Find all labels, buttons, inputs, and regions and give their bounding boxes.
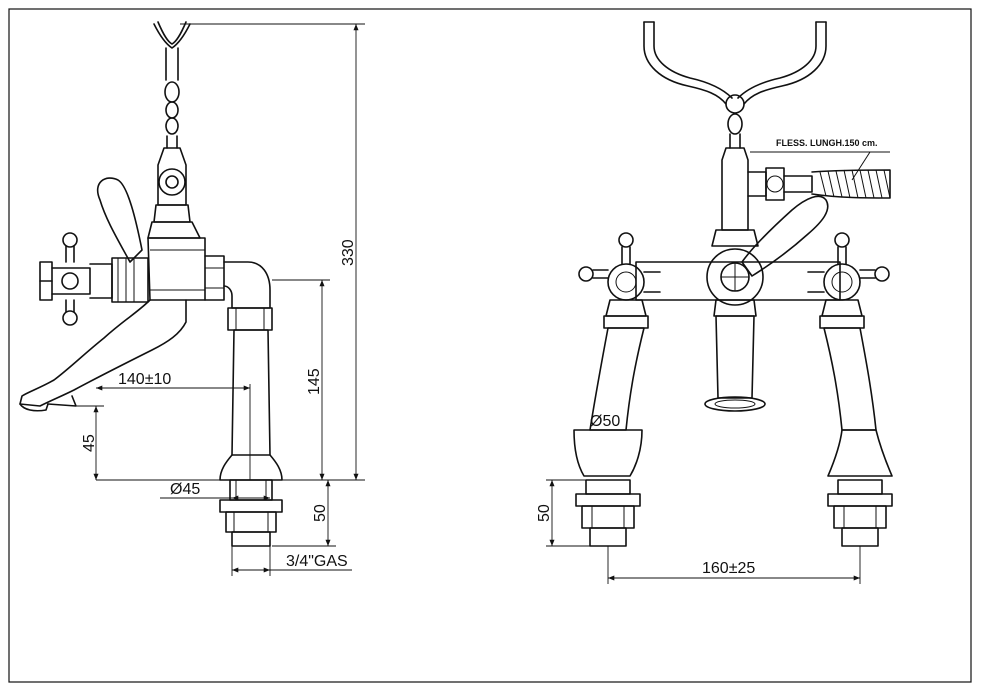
dim-diameter-side: Ø45 (170, 481, 200, 498)
dim-reach: 140±10 (118, 371, 171, 388)
drawing-frame (8, 8, 972, 683)
front-dimensions: Ø50 50 160±25 (536, 413, 861, 584)
side-dimensions: 330 145 45 140±10 Ø45 50 3/4"GAS (76, 23, 365, 576)
dim-height-total: 330 (340, 239, 357, 266)
dim-base-height-front: 50 (536, 504, 553, 522)
dim-diameter-front: Ø50 (590, 413, 620, 430)
front-view: FLESS. LUNGH.150 cm. (573, 21, 893, 547)
side-view (19, 21, 283, 547)
dim-spacing: 160±25 (702, 560, 755, 577)
note-hose: FLESS. LUNGH.150 cm. (776, 138, 878, 148)
dim-height-spout: 45 (81, 434, 98, 452)
dim-base-height-side: 50 (312, 504, 329, 522)
dim-height-mid: 145 (306, 368, 323, 395)
dim-thread: 3/4"GAS (286, 553, 348, 570)
